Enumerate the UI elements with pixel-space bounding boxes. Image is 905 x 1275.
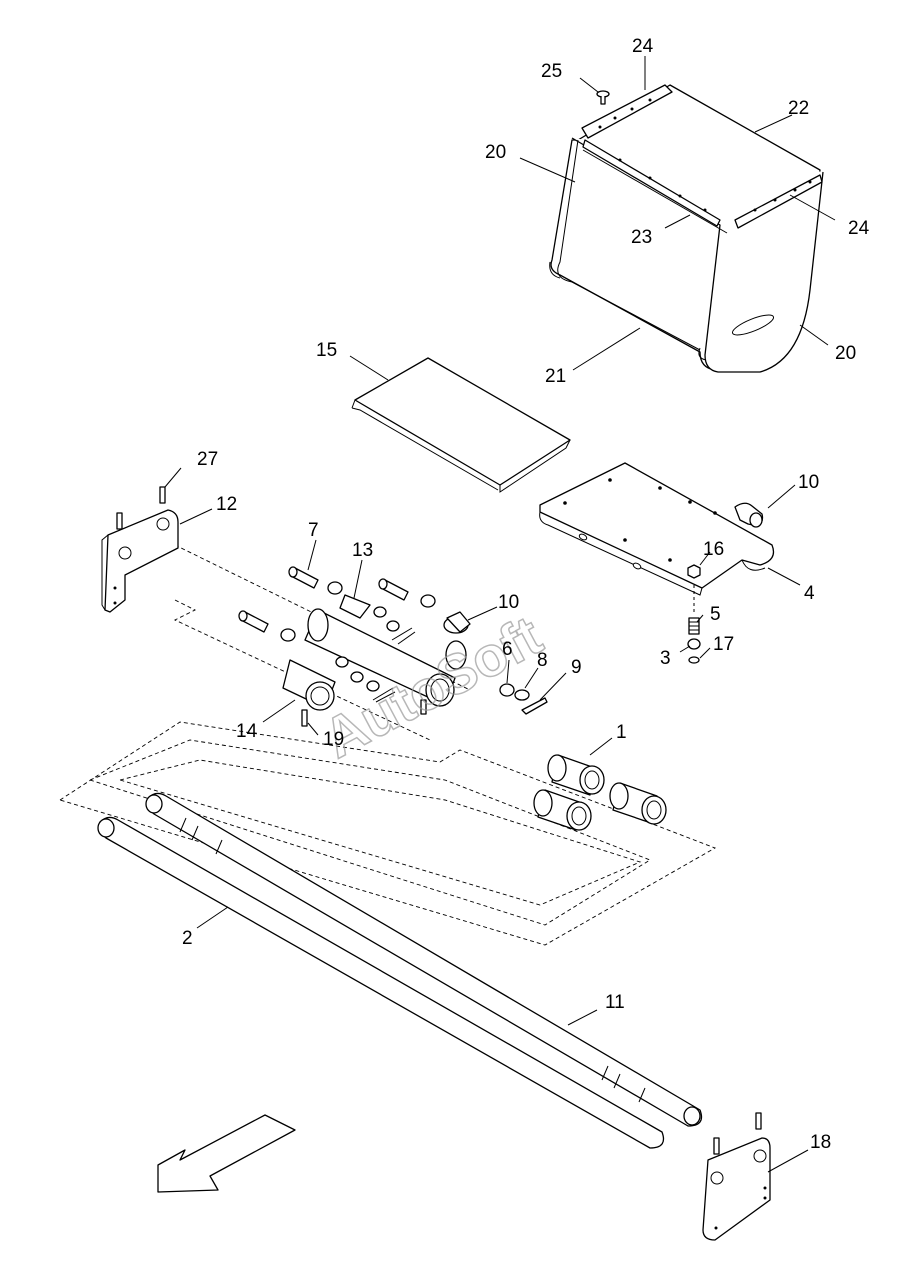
callout-27: 27 xyxy=(197,449,218,470)
rivet-25 xyxy=(596,90,610,105)
callout-6: 6 xyxy=(502,639,513,660)
callout-5: 5 xyxy=(710,604,721,625)
leader-lines xyxy=(164,56,836,1173)
callout-2: 2 xyxy=(182,928,193,949)
callout-10-mid: 10 xyxy=(498,592,519,613)
fastener-set xyxy=(238,566,548,715)
callout-3: 3 xyxy=(660,648,671,669)
callout-21: 21 xyxy=(545,366,566,387)
shaft-11 xyxy=(145,792,703,1127)
hinge-strips xyxy=(581,84,823,229)
callout-1: 1 xyxy=(616,722,627,743)
callout-13: 13 xyxy=(352,540,373,561)
callout-11: 11 xyxy=(605,992,625,1013)
callout-9: 9 xyxy=(571,657,582,678)
callout-numbers: 24 25 22 20 23 24 20 21 15 27 10 12 7 13… xyxy=(182,36,870,1153)
callout-12: 12 xyxy=(216,494,237,515)
bushings-1 xyxy=(533,754,667,831)
callout-10-right: 10 xyxy=(798,472,819,493)
callout-19: 19 xyxy=(323,729,344,750)
callout-24-top: 24 xyxy=(632,36,654,57)
housing-box xyxy=(549,84,824,373)
frame-assembly-13-14 xyxy=(282,594,469,727)
callout-18: 18 xyxy=(810,1132,831,1153)
callout-14: 14 xyxy=(236,721,258,742)
cover-plate-15 xyxy=(351,357,571,493)
callout-20-left: 20 xyxy=(485,142,506,163)
callout-22: 22 xyxy=(788,98,809,119)
callout-24-right: 24 xyxy=(848,218,870,239)
callout-8: 8 xyxy=(537,650,548,671)
shaft-2 xyxy=(97,816,665,1149)
top-plate-4 xyxy=(539,462,775,596)
side-plate-18 xyxy=(702,1112,771,1241)
side-plate-12 xyxy=(101,486,179,613)
bolt-stack xyxy=(687,564,701,664)
callout-4: 4 xyxy=(804,583,815,604)
callout-16: 16 xyxy=(703,539,724,560)
direction-arrow-icon xyxy=(157,1114,296,1193)
callout-20-right: 20 xyxy=(835,343,856,364)
callout-23: 23 xyxy=(631,227,652,248)
callout-15: 15 xyxy=(316,340,337,361)
callout-17: 17 xyxy=(713,634,734,655)
callout-25: 25 xyxy=(541,61,562,82)
knob-10-right xyxy=(734,502,764,528)
callout-7: 7 xyxy=(308,520,319,541)
